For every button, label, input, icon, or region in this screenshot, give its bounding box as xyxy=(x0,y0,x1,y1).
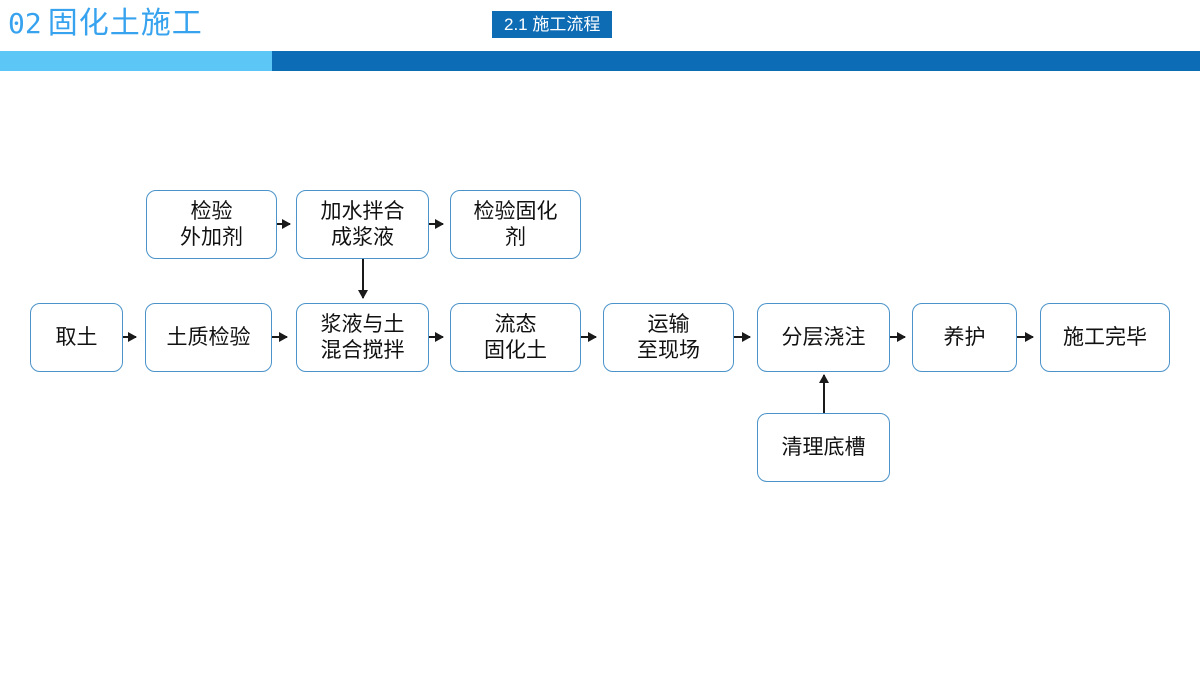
arrow-mix-water-to-inspect-solidifier xyxy=(429,219,444,229)
flow-node-soil-quality-test: 土质检验 xyxy=(145,303,272,372)
arrow-soil-quality-test-to-slurry-soil-mixing xyxy=(272,332,288,342)
flow-node-take-soil: 取土 xyxy=(30,303,123,372)
flow-node-inspect-solidifier: 检验固化 剂 xyxy=(450,190,581,259)
header-bar-light xyxy=(0,51,272,71)
flow-node-layered-pouring: 分层浇注 xyxy=(757,303,890,372)
flow-node-construction-complete: 施工完毕 xyxy=(1040,303,1170,372)
flow-node-slurry-soil-mixing: 浆液与土 混合搅拌 xyxy=(296,303,429,372)
flow-node-mix-water-slurry: 加水拌合 成浆液 xyxy=(296,190,429,259)
arrow-mix-water-to-slurry-soil-mixing xyxy=(358,259,368,299)
arrow-curing-to-construction-complete xyxy=(1017,332,1034,342)
header-bar-dark xyxy=(272,51,1200,71)
arrow-inspect-admixture-to-mix-water xyxy=(277,219,291,229)
arrow-slurry-soil-mixing-to-fluid-solidified-soil xyxy=(429,332,444,342)
arrow-fluid-solidified-soil-to-transport xyxy=(581,332,597,342)
section-number: 02 xyxy=(8,7,42,40)
flow-node-curing: 养护 xyxy=(912,303,1017,372)
flow-node-clean-bottom-trough: 清理底槽 xyxy=(757,413,890,482)
arrow-take-soil-to-soil-quality-test xyxy=(123,332,137,342)
flow-node-inspect-admixture: 检验 外加剂 xyxy=(146,190,277,259)
arrow-layered-pouring-to-curing xyxy=(890,332,906,342)
section-badge: 2.1 施工流程 xyxy=(492,11,613,38)
arrow-transport-to-layered-pouring xyxy=(734,332,751,342)
section-title-text: 固化土施工 xyxy=(47,7,203,40)
flow-node-fluid-solidified-soil: 流态 固化土 xyxy=(450,303,581,372)
flow-node-transport-to-site: 运输 至现场 xyxy=(603,303,734,372)
arrow-clean-bottom-trough-to-layered-pouring xyxy=(819,374,829,413)
